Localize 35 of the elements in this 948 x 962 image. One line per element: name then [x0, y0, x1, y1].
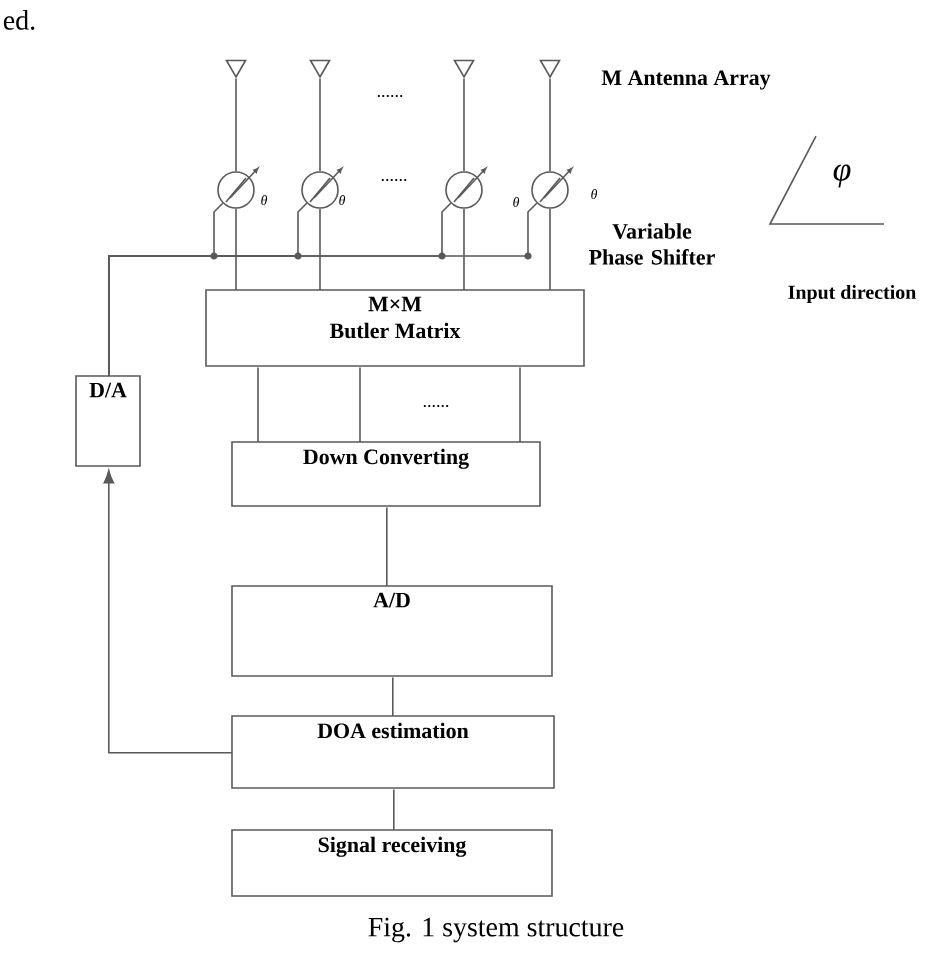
phase-shifter-symbol — [301, 167, 343, 209]
caption: Fig. 1 system structure — [368, 917, 624, 943]
cut-text: ed. — [3, 10, 35, 30]
array-label: M Antenna Array — [601, 70, 771, 90]
angle-symbol: φ — [833, 164, 851, 188]
ellipsis: ...... — [381, 178, 407, 182]
process-box: Signal receiving — [231, 829, 553, 897]
process-box: Down Converting — [231, 441, 541, 507]
shifter-label: Variable Phase Shifter — [589, 223, 715, 265]
process-box: M×M Butler Matrix — [205, 289, 585, 367]
direction-label: Input direction — [788, 284, 916, 304]
process-box: DOA estimation — [231, 715, 555, 789]
connector — [319, 208, 321, 291]
connector — [463, 208, 465, 291]
connector — [257, 366, 259, 443]
process-box: A/D — [231, 585, 553, 677]
phase-shifter-symbol — [217, 167, 259, 209]
connector — [108, 202, 538, 377]
connector — [359, 366, 361, 443]
connector — [319, 77, 321, 172]
connector — [519, 366, 521, 443]
process-box: D/A — [75, 375, 141, 467]
connector — [549, 77, 551, 172]
connector — [392, 676, 394, 717]
connector — [235, 208, 237, 291]
phase-shifter-symbol — [445, 167, 487, 209]
connector — [549, 208, 551, 291]
connector — [235, 77, 237, 172]
ellipsis: ...... — [423, 404, 449, 408]
phase-shifter-symbol — [531, 167, 573, 209]
connector — [393, 788, 395, 831]
ellipsis: ...... — [377, 94, 403, 98]
connector — [103, 470, 233, 754]
connector — [386, 506, 388, 587]
connector — [463, 77, 465, 172]
